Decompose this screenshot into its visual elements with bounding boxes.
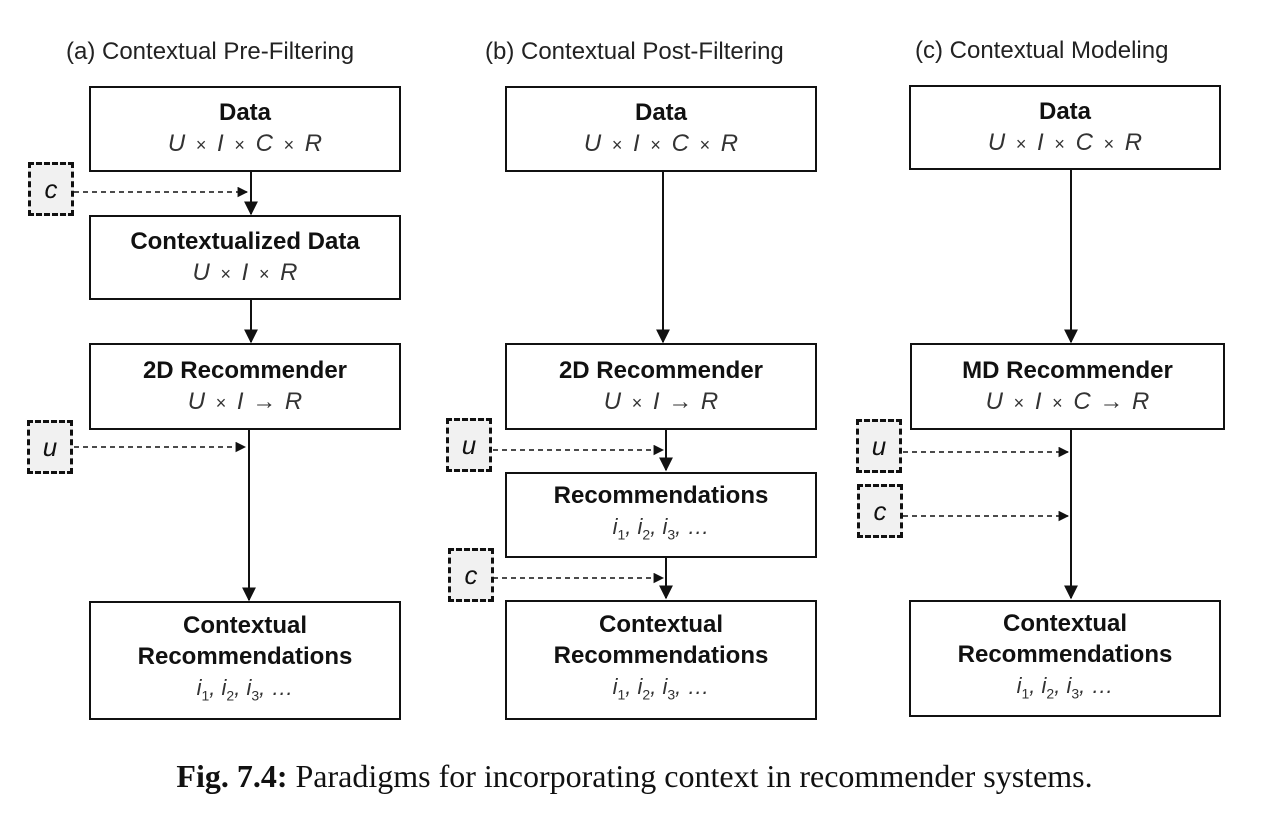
- panel-a-contextualized-formula: U × I × R: [192, 258, 298, 286]
- panel-a-recommender-title: 2D Recommender: [142, 356, 348, 384]
- panel-a-output-title-line1: Contextual: [182, 611, 307, 639]
- panel-a-title: (a) Contextual Pre-Filtering: [66, 38, 355, 65]
- panel-b-data-box: Data U × I × C × R: [505, 86, 817, 172]
- panel-a-contextualized-box: Contextualized Data U × I × R: [89, 215, 401, 300]
- panel-b-title: (b) Contextual Post-Filtering: [485, 38, 784, 65]
- panel-a-recommender-box: 2D Recommender U × I → R: [89, 343, 401, 430]
- panel-b-output-box: Contextual Recommendations i1, i2, i3, …: [505, 600, 817, 720]
- panel-b-recommender-title: 2D Recommender: [558, 356, 764, 384]
- panel-a-data-box: Data U × I × C × R: [89, 86, 401, 172]
- figure-caption-text: Paradigms for incorporating context in r…: [295, 758, 1093, 794]
- panel-b-recommendations-box: Recommendations i1, i2, i3, …: [505, 472, 817, 558]
- panel-a-data-formula: U × I × C × R: [167, 130, 323, 157]
- panel-c-recommender-box: MD Recommender U × I × C → R: [910, 343, 1225, 430]
- panel-c-data-formula: U × I × C × R: [987, 128, 1143, 156]
- panel-c-output-items: i1, i2, i3, …: [1016, 672, 1114, 702]
- panel-c-output-box: Contextual Recommendations i1, i2, i3, …: [909, 600, 1221, 717]
- panel-b-output-title-line2: Recommendations: [553, 642, 769, 670]
- panel-b-context-input: c: [448, 548, 494, 602]
- panel-a-output-box: Contextual Recommendations i1, i2, i3, …: [89, 601, 401, 720]
- panel-c-recommender-formula: U × I × C → R: [985, 387, 1150, 415]
- figure-caption-label: Fig. 7.4:: [176, 758, 288, 794]
- panel-b-data-formula: U × I × C × R: [583, 130, 739, 157]
- panel-c-output-title-line1: Contextual: [1002, 609, 1127, 637]
- panel-a-recommender-formula: U × I → R: [187, 387, 303, 415]
- panel-c-output-title-line2: Recommendations: [957, 640, 1173, 668]
- panel-a-output-title-line2: Recommendations: [137, 642, 353, 670]
- panel-b-recommendations-items: i1, i2, i3, …: [612, 513, 710, 543]
- panel-c-data-box: Data U × I × C × R: [909, 85, 1221, 170]
- panel-b-data-title: Data: [634, 99, 688, 126]
- panel-a-user-input: u: [27, 420, 73, 474]
- panel-b-output-items: i1, i2, i3, …: [612, 674, 710, 703]
- panel-b-recommender-box: 2D Recommender U × I → R: [505, 343, 817, 430]
- panel-c-context-input: c: [857, 484, 903, 538]
- panel-a-contextualized-title: Contextualized Data: [130, 227, 360, 255]
- panel-b-output-title-line1: Contextual: [598, 611, 723, 639]
- panel-a-data-title: Data: [218, 99, 272, 126]
- panel-c-title: (c) Contextual Modeling: [915, 37, 1169, 64]
- panel-b-user-input: u: [446, 418, 492, 472]
- panel-a-context-input: c: [28, 162, 74, 216]
- panel-b-recommendations-title: Recommendations: [553, 481, 769, 509]
- panel-c-recommender-title: MD Recommender: [962, 356, 1173, 384]
- panel-b-recommender-formula: U × I → R: [603, 387, 719, 415]
- figure-caption: Fig. 7.4: Paradigms for incorporating co…: [0, 758, 1269, 795]
- panel-c-data-title: Data: [1038, 97, 1092, 125]
- panel-c-user-input: u: [856, 419, 902, 473]
- panel-a-output-items: i1, i2, i3, …: [196, 674, 294, 704]
